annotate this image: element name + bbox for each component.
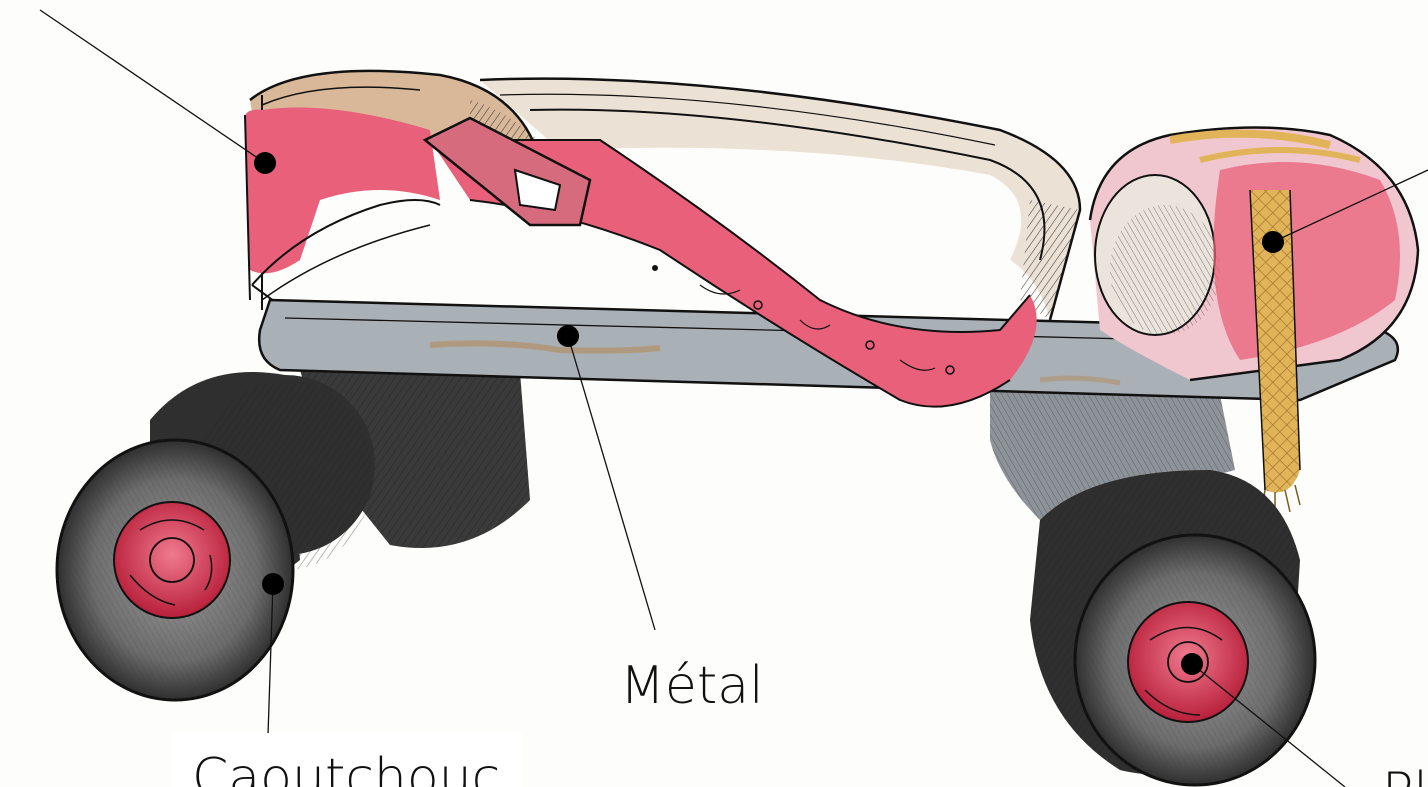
- label-metal: Métal: [620, 660, 764, 712]
- callout-dot-strap: [254, 152, 276, 174]
- callout-dot-metal: [557, 325, 579, 347]
- label-bottom-right: Pl: [1382, 766, 1428, 787]
- front-wheel: [1030, 470, 1315, 785]
- callout-dot-lace: [1262, 231, 1284, 253]
- callout-dot-caoutchouc: [262, 573, 284, 595]
- leader-line-strap: [40, 10, 265, 163]
- callout-dot-hub: [1181, 653, 1203, 675]
- rear-wheel: [57, 372, 375, 700]
- label-caoutchouc: Caoutchouc: [192, 752, 500, 787]
